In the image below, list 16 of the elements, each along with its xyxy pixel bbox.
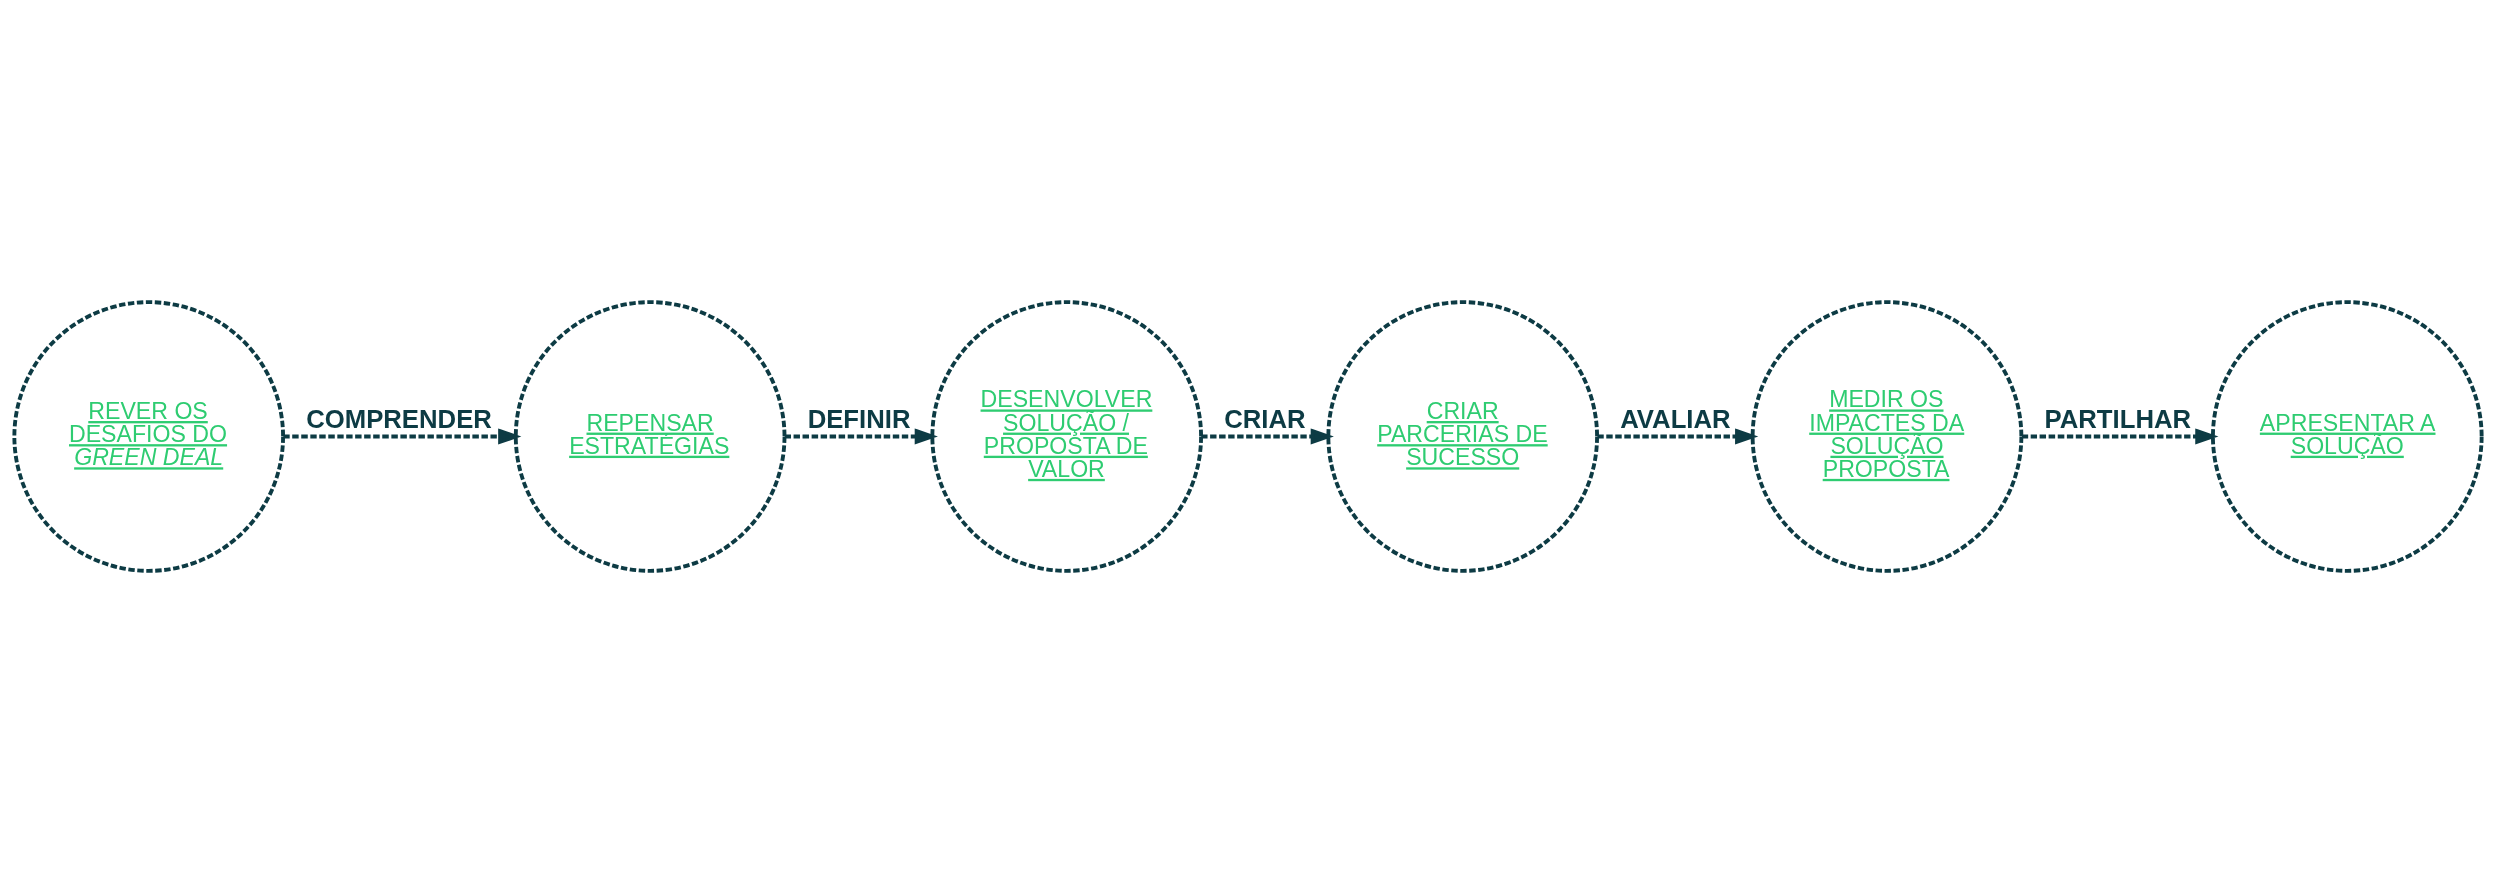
edge-label: DEFINIR bbox=[807, 404, 911, 432]
edge-label: CRIAR bbox=[1224, 404, 1306, 432]
arrow bbox=[283, 427, 522, 445]
node-circle: MEDIR OS IMPACTES DA SOLUÇÃO PROPOSTA bbox=[1750, 299, 2024, 573]
node-circle: REPENSAR ESTRATÉGIAS bbox=[513, 299, 787, 573]
arrow bbox=[2021, 427, 2219, 445]
node-circle: APRESENTAR A SOLUÇÃO bbox=[2211, 299, 2484, 573]
node-circle: CRIAR PARCERIAS DE SUCESSO bbox=[1326, 299, 1599, 573]
edge-label: COMPRENDER bbox=[306, 404, 492, 432]
node-circle: REVER OS DESAFIOS DO GREEN DEAL bbox=[12, 299, 285, 573]
edge-label: PARTILHAR bbox=[2044, 404, 2192, 432]
arrow bbox=[1597, 427, 1759, 445]
edge-label: AVALIAR bbox=[1620, 404, 1731, 432]
arrow bbox=[1201, 427, 1334, 445]
node-circle: DESENVOLVER SOLUÇÃO / PROPOSTA DE VALOR bbox=[930, 299, 1203, 573]
arrow bbox=[784, 427, 938, 445]
